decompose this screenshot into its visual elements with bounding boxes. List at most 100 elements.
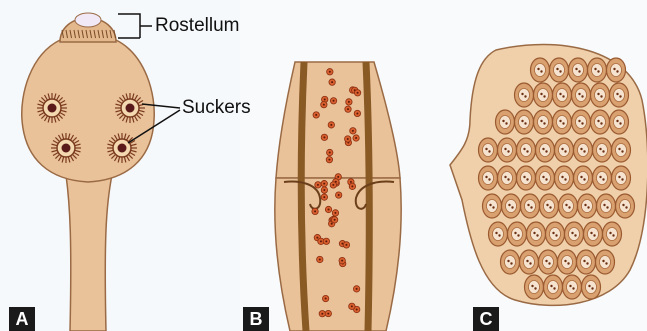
egg <box>321 194 327 200</box>
egg-cell <box>612 138 631 162</box>
egg-cell <box>515 110 534 134</box>
egg <box>329 79 335 85</box>
egg-cell <box>502 194 521 218</box>
egg-cell <box>517 166 536 190</box>
egg-cell <box>534 83 553 107</box>
egg-cell <box>574 138 593 162</box>
egg-cell <box>508 222 527 246</box>
egg-cell <box>539 250 558 274</box>
egg-cell <box>569 58 588 82</box>
panel-label-b: B <box>243 307 269 331</box>
egg-cell <box>588 58 607 82</box>
egg <box>349 303 355 309</box>
egg <box>321 180 327 186</box>
egg <box>327 149 333 155</box>
egg <box>350 128 356 134</box>
egg-cell <box>531 58 550 82</box>
egg-cell <box>520 250 539 274</box>
egg-cell <box>563 275 582 299</box>
egg-cell <box>498 138 517 162</box>
egg-cell <box>521 194 540 218</box>
egg <box>325 206 331 212</box>
egg <box>330 182 336 188</box>
right-canal <box>366 62 369 331</box>
egg <box>345 106 351 112</box>
egg-cell <box>515 83 534 107</box>
egg-cell <box>553 110 572 134</box>
egg <box>328 122 334 128</box>
egg <box>331 217 337 223</box>
egg-cell <box>489 222 508 246</box>
egg <box>345 136 351 142</box>
egg-cell <box>584 222 603 246</box>
egg-cell <box>555 166 574 190</box>
egg-cell <box>593 166 612 190</box>
egg-cell <box>577 250 596 274</box>
egg <box>353 135 359 141</box>
egg-cell <box>558 250 577 274</box>
egg-cell <box>546 222 565 246</box>
egg <box>315 182 321 188</box>
egg-cell <box>479 166 498 190</box>
egg <box>354 110 360 116</box>
egg <box>330 98 336 104</box>
egg-cell <box>610 110 629 134</box>
egg <box>327 69 333 75</box>
egg <box>321 134 327 140</box>
rostellum-label: Rostellum <box>155 15 239 37</box>
egg-cell <box>610 83 629 107</box>
egg-cell <box>498 166 517 190</box>
egg-cell <box>483 194 502 218</box>
egg-cell <box>540 194 559 218</box>
egg <box>321 101 327 107</box>
panel-label-a: A <box>9 307 35 331</box>
egg-cell <box>572 83 591 107</box>
egg <box>349 183 355 189</box>
segment-lower <box>275 178 401 331</box>
egg-cell <box>553 83 572 107</box>
egg <box>332 210 338 216</box>
egg <box>326 156 332 162</box>
egg-cell <box>572 110 591 134</box>
egg-cell <box>616 194 635 218</box>
egg-cell <box>591 110 610 134</box>
egg <box>335 192 341 198</box>
egg-cell <box>596 250 615 274</box>
sucker <box>51 133 81 163</box>
egg <box>354 90 360 96</box>
panel-label-c: C <box>473 307 499 331</box>
egg <box>322 295 328 301</box>
egg-cell <box>591 83 610 107</box>
egg <box>343 242 349 248</box>
egg-cell <box>496 110 515 134</box>
egg-cell <box>555 138 574 162</box>
egg-cell <box>501 250 520 274</box>
neck <box>66 175 112 331</box>
egg-cell <box>544 275 563 299</box>
proglottid-segment <box>275 62 401 331</box>
egg-cell <box>525 275 544 299</box>
egg <box>312 208 318 214</box>
egg-cell <box>550 58 569 82</box>
egg <box>325 310 331 316</box>
egg <box>321 187 327 193</box>
egg-cell <box>612 166 631 190</box>
egg-cell <box>479 138 498 162</box>
egg-cell <box>536 138 555 162</box>
egg <box>317 256 323 262</box>
egg-cell <box>536 166 555 190</box>
egg-cell <box>582 275 601 299</box>
egg <box>346 99 352 105</box>
egg-cell <box>565 222 584 246</box>
egg <box>319 311 325 317</box>
egg-cell <box>517 138 536 162</box>
suckers-label: Suckers <box>182 97 251 119</box>
egg-cell <box>527 222 546 246</box>
egg <box>323 238 329 244</box>
sucker <box>107 133 137 163</box>
rostellum-tip <box>75 13 101 27</box>
egg-cell <box>607 58 626 82</box>
egg-cell <box>597 194 616 218</box>
egg <box>353 286 359 292</box>
